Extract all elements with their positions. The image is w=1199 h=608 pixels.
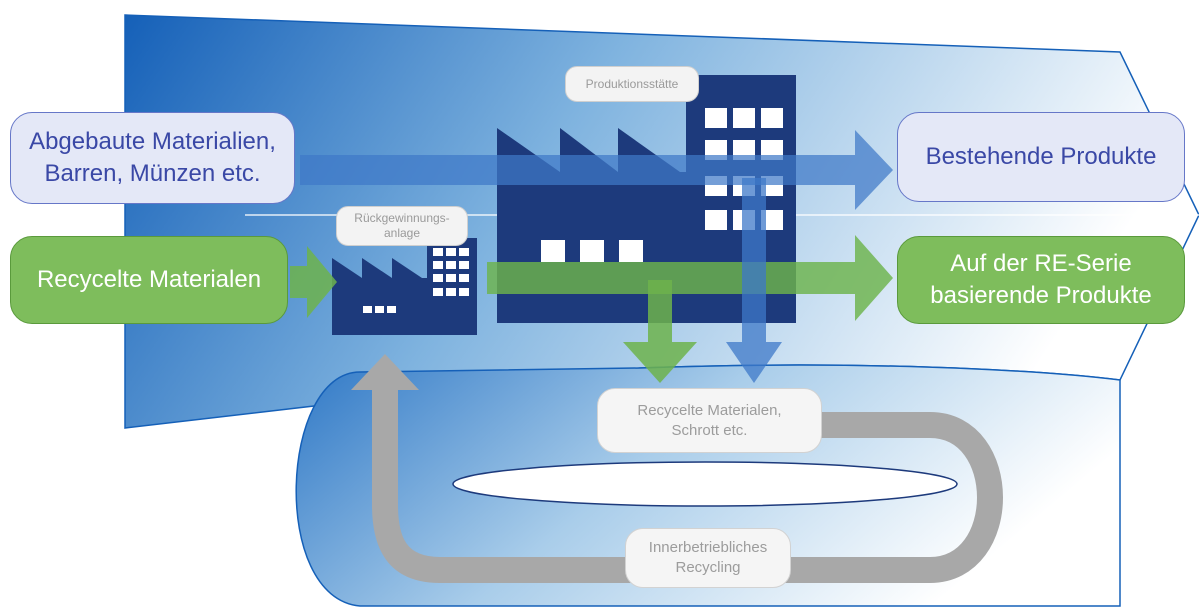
scrap-materials-box: Recycelte Materialen, Schrott etc. <box>597 388 822 453</box>
mined-materials-box: Abgebaute Materialien, Barren, Münzen et… <box>10 112 295 204</box>
existing-products-box: Bestehende Produkte <box>897 112 1185 202</box>
recovery-plant-icon <box>332 238 477 335</box>
recovery-plant-label: Rückgewinnungs- anlage <box>336 206 468 246</box>
re-series-arrow <box>487 235 893 321</box>
re-series-products-box: Auf der RE-Serie basierende Produkte <box>897 236 1185 324</box>
blue-scrap-arrow <box>726 178 782 383</box>
inhouse-recycling-arrowhead <box>351 354 419 390</box>
recycled-input-arrow <box>290 246 337 318</box>
inhouse-recycling-arrow <box>372 385 1003 583</box>
production-site-label: Produktionsstätte <box>565 66 699 102</box>
loop-center-hole <box>452 461 958 507</box>
mined-materials-arrow <box>300 130 893 210</box>
green-scrap-arrow <box>623 280 697 383</box>
inhouse-recycling-box: Innerbetriebliches Recycling <box>625 528 791 588</box>
recycled-materials-box: Recycelte Materialen <box>10 236 288 324</box>
